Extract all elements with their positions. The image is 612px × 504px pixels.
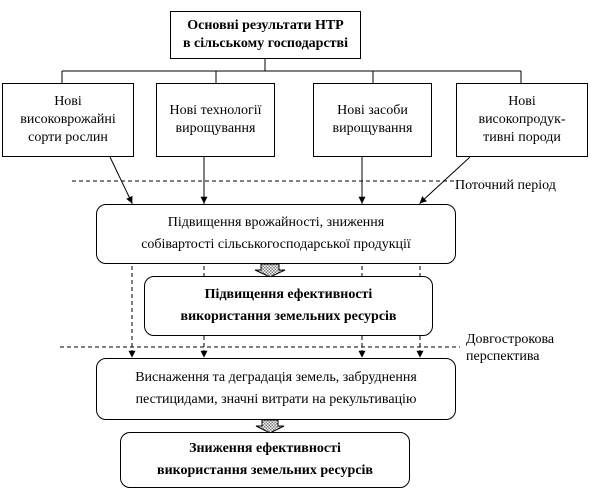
current-result-line-1: Підвищення врожайності, зниження: [167, 215, 385, 230]
efficiency-increase-box: Підвищення ефективності використання зем…: [144, 276, 433, 336]
factor-technologies-box: Нові технології вирощування: [156, 83, 275, 157]
factor-3-line-1: Нові засоби: [337, 103, 408, 118]
factor-1-line-3: сорти рослин: [28, 130, 108, 145]
current-result-line-2: собівартості сільськогосподарської проду…: [141, 237, 411, 252]
factor-1-line-1: Нові: [54, 94, 82, 109]
ntr-results-line-2: в сільському господарстві: [183, 36, 348, 51]
efficiency-decrease-line-2: використання земельних ресурсів: [157, 463, 373, 478]
factor-4-line-2: високопродук-: [478, 112, 566, 127]
longterm-result-line-1: Виснаження та деградація земель, забрудн…: [135, 370, 417, 385]
longterm-label-line-2: перспектива: [466, 349, 540, 364]
factor-4-line-1: Нові: [508, 94, 536, 109]
factor-3-line-2: вирощування: [332, 121, 413, 136]
factor-2-line-1: Нові технології: [169, 103, 262, 118]
factor-2-line-2: вирощування: [175, 121, 256, 136]
efficiency-increase-line-2: використання земельних ресурсів: [180, 309, 397, 324]
factor-4-line-3: тивні породи: [483, 130, 561, 145]
factor-breeds-box: Нові високопродук- тивні породи: [456, 83, 588, 157]
factor-crop-varieties-box: Нові високоврожайні сорти рослин: [2, 83, 134, 157]
longterm-result-box: Виснаження та деградація земель, забрудн…: [96, 358, 456, 420]
longterm-result-line-2: пестицидами, значні витрати на рекультив…: [135, 392, 417, 407]
tree-connector: [61, 59, 522, 83]
efficiency-decrease-box: Зниження ефективності використання земел…: [120, 432, 410, 488]
longterm-label-line-1: Довгострокова: [466, 332, 555, 347]
block-arrow-longterm: [255, 419, 285, 434]
block-arrow-current: [254, 263, 286, 278]
efficiency-decrease-line-1: Зниження ефективності: [189, 441, 341, 456]
current-period-label: Поточний період: [455, 178, 556, 193]
efficiency-increase-line-1: Підвищення ефективності: [204, 287, 373, 302]
factor-1-line-2: високоврожайні: [20, 112, 116, 127]
ntr-results-line-1: Основні результати НТР: [187, 18, 344, 33]
ntr-results-box: Основні результати НТР в сільському госп…: [170, 11, 361, 59]
longterm-label: Довгострокова перспектива: [466, 331, 554, 365]
current-arrows: [109, 156, 471, 204]
current-result-box: Підвищення врожайності, зниження собівар…: [96, 204, 456, 264]
factor-means-box: Нові засоби вирощування: [313, 83, 432, 157]
